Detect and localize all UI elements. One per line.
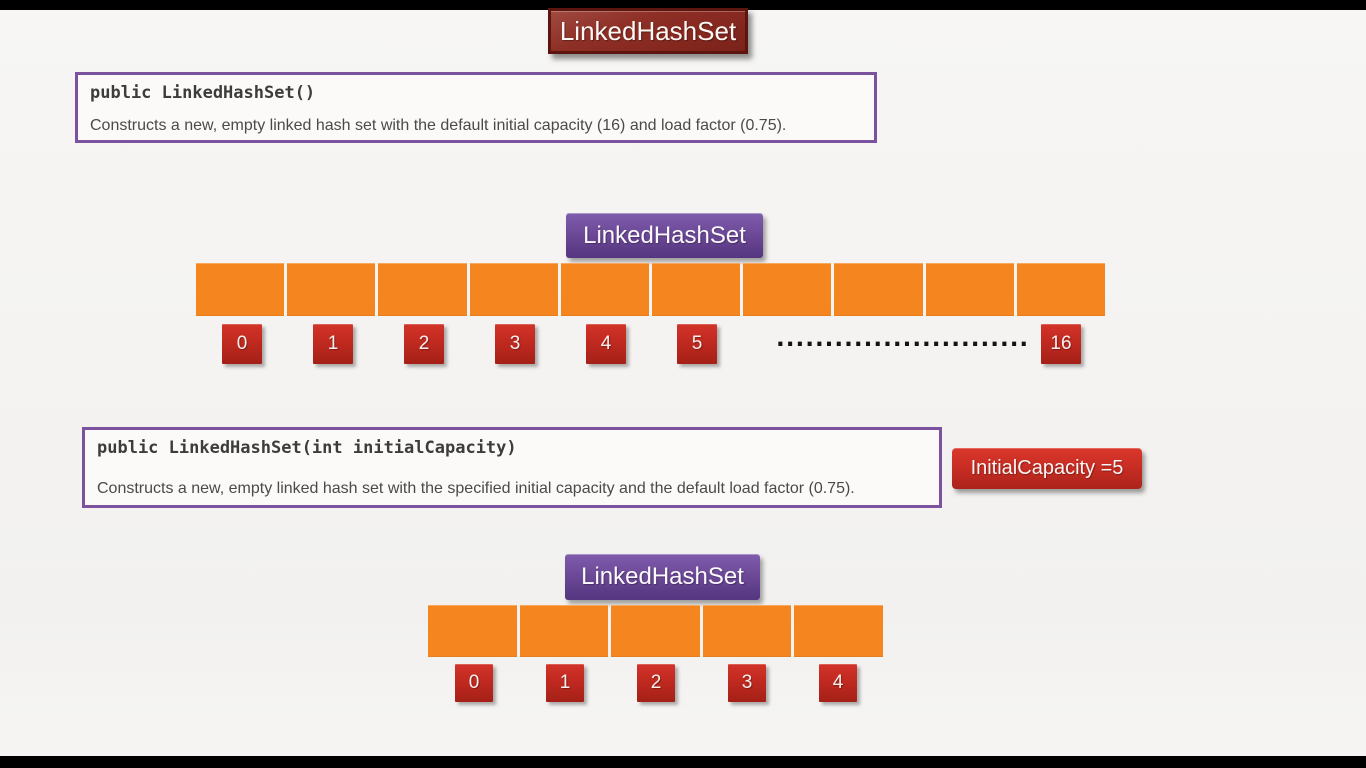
hashset-diagram-label: LinkedHashSet (565, 554, 760, 600)
letterbox-top (0, 0, 1366, 10)
index-badge: 2 (637, 664, 675, 702)
bucket-cell (652, 263, 741, 316)
bucket-cell (287, 263, 376, 316)
slide-title: LinkedHashSet (559, 15, 737, 46)
index-badge: 5 (677, 324, 717, 364)
constructor-signature: public LinkedHashSet() (90, 83, 316, 103)
slide-title-plate: LinkedHashSet (548, 8, 748, 54)
letterbox-bottom (0, 756, 1366, 768)
bucket-cell (743, 263, 832, 316)
hashset-diagram-label: LinkedHashSet (566, 213, 763, 258)
bucket-cell (469, 263, 558, 316)
bucket-array-capacity5 (428, 605, 883, 657)
index-badge: 0 (222, 324, 262, 364)
bucket-cell (794, 605, 883, 657)
bucket-cell (519, 605, 609, 657)
bucket-cell (834, 263, 923, 316)
index-badge: 3 (495, 324, 535, 364)
default-constructor-box: public LinkedHashSet() Constructs a new,… (75, 72, 877, 143)
bucket-cell (196, 263, 285, 316)
initial-capacity-badge: InitialCapacity =5 (952, 448, 1142, 489)
index-badge: 2 (404, 324, 444, 364)
constructor-description: Constructs a new, empty linked hash set … (97, 480, 855, 497)
index-badge: 3 (728, 664, 766, 702)
index-badge: 1 (313, 324, 353, 364)
bucket-cell (1016, 263, 1106, 316)
constructor-signature: public LinkedHashSet(int initialCapacity… (97, 438, 517, 458)
capacity-constructor-box: public LinkedHashSet(int initialCapacity… (82, 427, 942, 508)
bucket-cell (560, 263, 650, 316)
bucket-cell (702, 605, 792, 657)
bucket-cell (611, 605, 700, 657)
bucket-cell (378, 263, 467, 316)
index-badge: 4 (586, 324, 626, 364)
index-badge: 1 (546, 664, 584, 702)
ellipsis-dots: .......................... (776, 326, 1030, 352)
bucket-cell (428, 605, 517, 657)
index-badge: 4 (819, 664, 857, 702)
constructor-description: Constructs a new, empty linked hash set … (90, 117, 787, 134)
index-badge-final: 16 (1041, 324, 1081, 364)
index-badge: 0 (455, 664, 493, 702)
bucket-array-default (196, 263, 1106, 316)
bucket-cell (925, 263, 1014, 316)
